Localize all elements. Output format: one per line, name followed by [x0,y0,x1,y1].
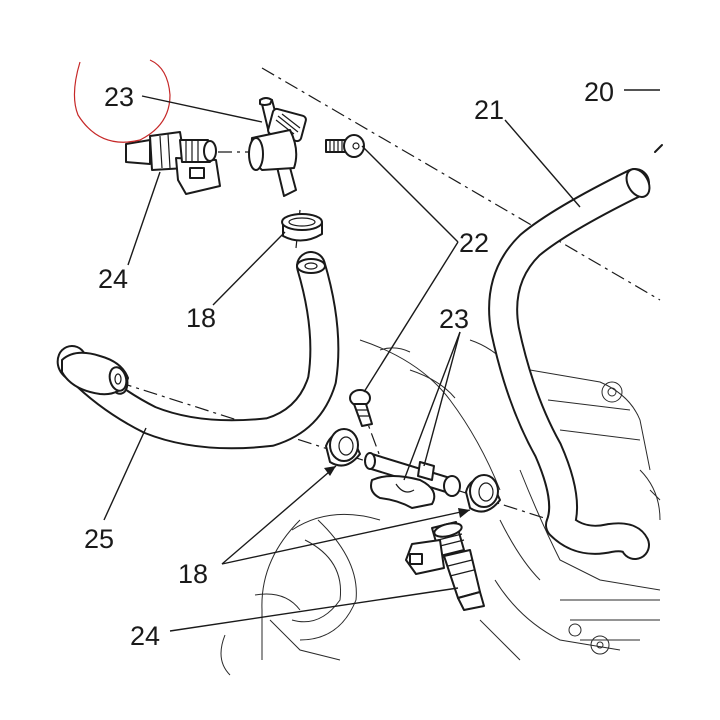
callout-20: 20 [584,77,614,107]
callout-23-top: 23 [104,82,134,112]
upper-bolt [325,134,365,158]
highlight-circle [73,59,171,143]
callout-18-bottom: 18 [178,559,208,589]
hose-21 [488,144,663,560]
lower-bolt [349,389,373,427]
callout-22: 22 [459,228,489,258]
engine-block-outline [220,339,661,676]
hose-upper [65,251,340,450]
lower-clamp-right [465,474,501,513]
upper-t-fitting [248,97,307,197]
lower-injector [405,521,485,611]
upper-clamp [281,213,323,242]
upper-injector [125,131,221,195]
lower-clamp-left [325,428,361,467]
leader-lines [103,89,660,632]
callout-21: 21 [474,95,504,125]
callout-24-bottom: 24 [130,621,160,651]
callout-25: 25 [84,524,114,554]
callout-23-mid: 23 [439,304,469,334]
hose-25 [56,345,129,396]
callout-labels: 20 21 22 23 23 24 24 18 18 25 [84,77,614,651]
callout-18-top: 18 [186,303,216,333]
arrowheads [324,466,470,518]
lower-t-fitting [364,452,461,509]
callout-24-top: 24 [98,264,128,294]
